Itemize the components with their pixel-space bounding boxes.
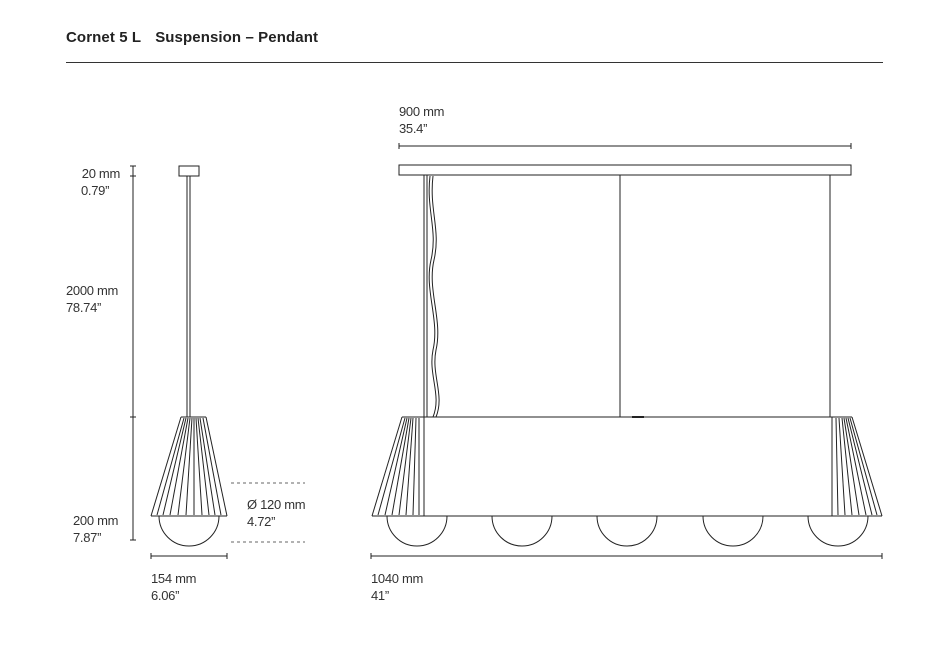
shade-height-mm: 200 mm [73, 513, 119, 528]
total-length-mm: 1040 mm [371, 571, 424, 586]
front-shade-left [371, 416, 424, 517]
canopy-length-in: 35.4” [399, 121, 428, 136]
bulb-diameter-in: 4.72” [247, 514, 276, 529]
canopy-length-mm: 900 mm [399, 104, 445, 119]
total-length-in: 41” [371, 588, 389, 603]
cable-length-mm: 2000 mm [66, 283, 119, 298]
canopy-height-mm: 20 mm [81, 166, 121, 181]
side-view [130, 165, 305, 559]
front-view [370, 143, 883, 559]
front-body [423, 416, 833, 517]
product-type: Suspension – Pendant [155, 29, 319, 46]
side-bulb [158, 515, 220, 547]
front-bulb-5 [807, 515, 869, 547]
shade-width-in: 6.06” [151, 588, 180, 603]
canopy-height-label: 20 mm 0.79” [60, 165, 120, 199]
bulb-diameter-label: Ø 120 mm 4.72” [247, 496, 306, 530]
front-canopy-bar [398, 164, 852, 176]
front-bulb-3 [596, 515, 658, 547]
product-name: Cornet 5 L [66, 29, 142, 46]
cable-length-label: 2000 mm 78.74” [66, 282, 118, 316]
front-power-cord [428, 175, 437, 418]
bulb-diameter-mm: Ø 120 mm [247, 497, 306, 512]
shade-width-label: 154 mm 6.06” [151, 570, 196, 604]
shade-height-label: 200 mm 7.87” [73, 512, 118, 546]
cable-length-in: 78.74” [66, 300, 102, 315]
side-shade [150, 416, 228, 517]
total-length-label: 1040 mm 41” [371, 570, 423, 604]
shade-height-in: 7.87” [73, 530, 102, 545]
side-canopy [178, 165, 200, 177]
shade-width-mm: 154 mm [151, 571, 197, 586]
canopy-height-in: 0.79” [81, 183, 110, 198]
canopy-length-label: 900 mm 35.4” [399, 103, 444, 137]
front-bulb-1 [386, 515, 448, 547]
front-bulb-2 [491, 515, 553, 547]
title-rule [66, 62, 883, 63]
front-shade-right [832, 416, 883, 517]
page-title: Cornet 5 L Suspension – Pendant [66, 29, 318, 46]
front-bulb-4 [702, 515, 764, 547]
